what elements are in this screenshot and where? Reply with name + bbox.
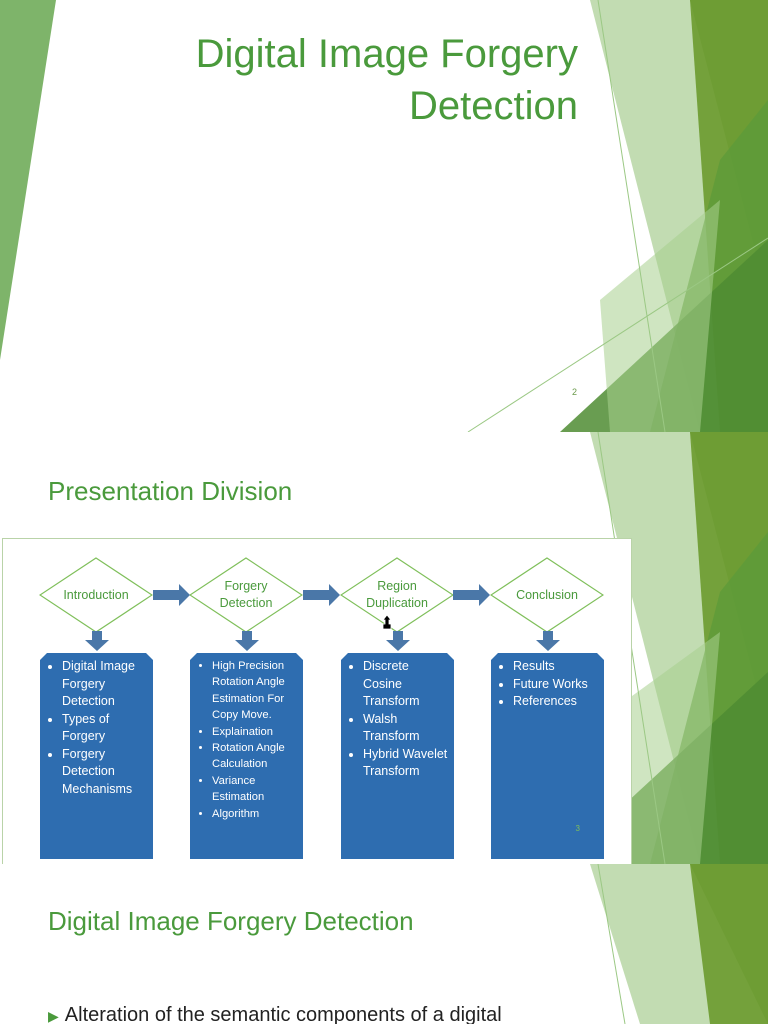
- right-arrow-icon: [453, 584, 490, 606]
- slide-3: Digital Image Forgery Detection ▶ Alterat…: [0, 864, 768, 1024]
- slide-2: Presentation Division Introduction Forge…: [0, 432, 768, 864]
- box-region-duplication: Discrete Cosine Transform Walsh Transfor…: [341, 653, 454, 859]
- slide-1-title: Digital Image Forgery Detection: [195, 32, 578, 128]
- list-item: Forgery Detection Mechanisms: [62, 746, 149, 799]
- slide-1-number: 2: [572, 387, 578, 397]
- down-arrow-icon: [235, 631, 259, 651]
- right-arrow-icon: [303, 584, 340, 606]
- slide-2-decoration: [560, 432, 768, 864]
- list-item: Hybrid Wavelet Transform: [363, 746, 450, 781]
- slide-3-decoration: [590, 864, 768, 1024]
- process-diagram: Introduction Forgery Detection Region Du…: [2, 538, 632, 864]
- box-list: High Precision Rotation Angle Estimation…: [196, 658, 299, 822]
- list-item: Results: [513, 658, 600, 676]
- down-arrow-icon: [85, 631, 109, 651]
- box-forgery-detection: High Precision Rotation Angle Estimation…: [190, 653, 303, 859]
- slide-1-decoration: [0, 0, 768, 432]
- triangle-bullet-icon: ▶: [48, 1008, 59, 1024]
- list-item: Rotation Angle Calculation: [212, 740, 299, 773]
- step-introduction: Introduction: [39, 557, 153, 633]
- list-item: Variance Estimation: [212, 773, 299, 806]
- slide-2-number: 3: [575, 824, 580, 833]
- box-list: Discrete Cosine Transform Walsh Transfor…: [347, 658, 450, 781]
- step-region-duplication: Region Duplication: [340, 557, 454, 633]
- list-item: Digital Image Forgery Detection: [62, 658, 149, 711]
- list-item: Walsh Transform: [363, 711, 450, 746]
- list-item: Algorithm: [212, 806, 299, 822]
- list-item: Types of Forgery: [62, 711, 149, 746]
- list-item: Explaination: [212, 724, 299, 740]
- step-label: Introduction: [63, 587, 129, 602]
- list-item: References: [513, 693, 600, 711]
- right-arrow-icon: [153, 584, 190, 606]
- bullet-text: Alteration of the semantic components of…: [64, 1004, 502, 1024]
- box-list: Results Future Works References: [497, 658, 600, 711]
- slide-3-title: Digital Image Forgery Detection: [48, 906, 414, 936]
- box-introduction: Digital Image Forgery Detection Types of…: [40, 653, 153, 859]
- list-item: Future Works: [513, 676, 600, 694]
- step-label: Conclusion: [516, 587, 578, 602]
- down-arrow-icon: [536, 631, 560, 651]
- step-forgery-detection: Forgery Detection: [189, 557, 303, 633]
- step-label: Forgery Detection: [219, 579, 273, 610]
- box-conclusion: Results Future Works References 3: [491, 653, 604, 859]
- down-arrow-icon: [386, 631, 410, 651]
- list-item: High Precision Rotation Angle Estimation…: [212, 658, 299, 724]
- slide-2-title: Presentation Division: [48, 476, 293, 506]
- step-label: Region Duplication: [366, 579, 428, 610]
- box-list: Digital Image Forgery Detection Types of…: [46, 658, 149, 798]
- step-conclusion: Conclusion: [490, 557, 604, 633]
- list-item: Discrete Cosine Transform: [363, 658, 450, 711]
- bullet-item: ▶ Alteration of the semantic components o…: [48, 1004, 608, 1024]
- slide-1: Digital Image Forgery Detection 2: [0, 0, 768, 432]
- mouse-cursor-icon: [382, 615, 392, 629]
